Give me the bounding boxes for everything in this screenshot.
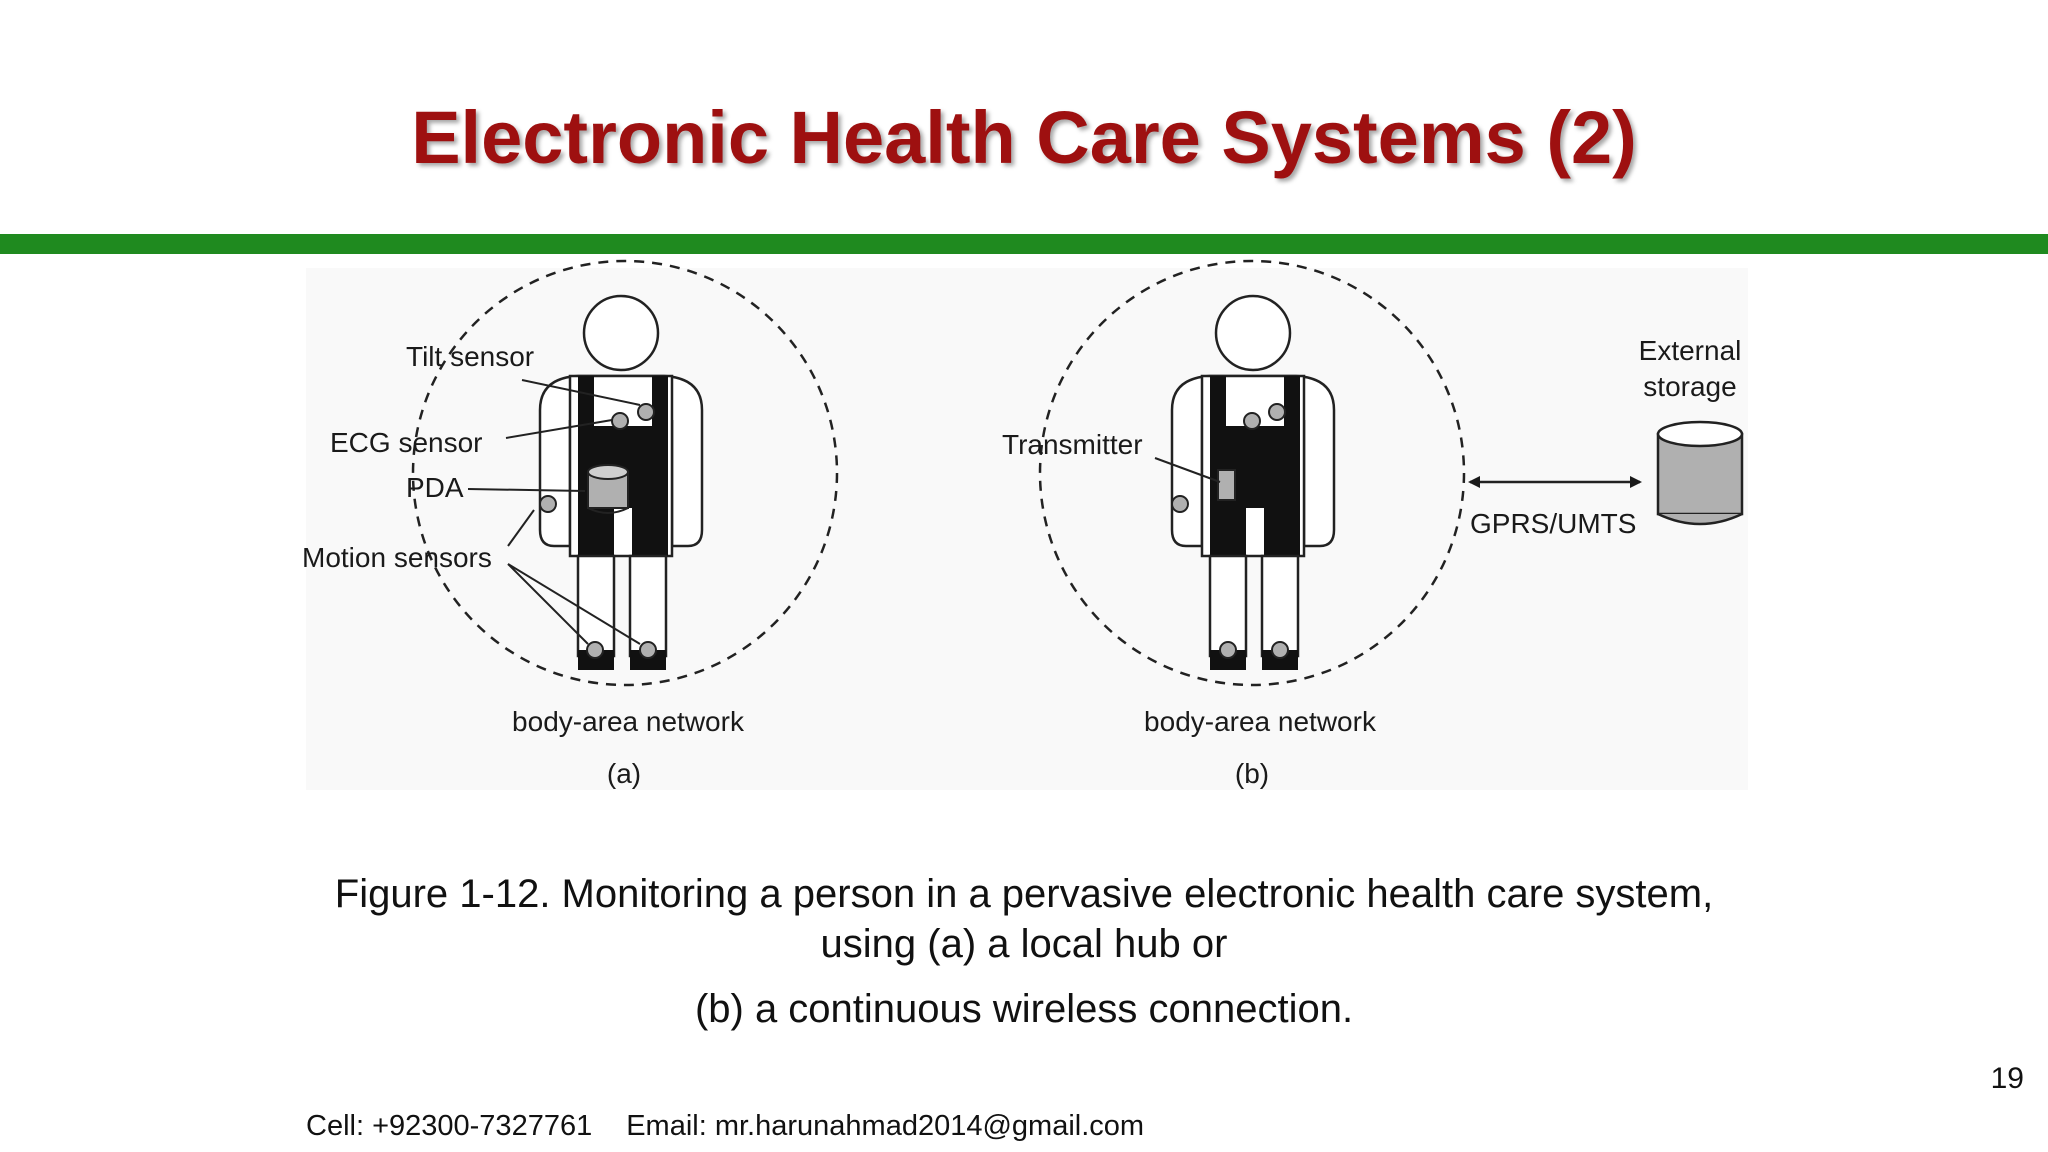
left-strap-b: [1210, 376, 1226, 426]
arms-outline-b: [1170, 374, 1336, 548]
right-strap-a: [652, 376, 668, 426]
arm-motion-sensor-icon-b: [1171, 495, 1189, 513]
ecg-sensor-label: ECG sensor: [330, 427, 483, 458]
right-leg-b: [1260, 554, 1300, 658]
motion-sensors-label: Motion sensors: [302, 542, 492, 573]
right-shoe-a: [630, 650, 666, 670]
footer-contact: Cell: +92300-7327761 Email: mr.harunahmad…: [306, 1110, 1144, 1143]
arms-torso-outline-a: [538, 374, 704, 548]
head-b: [1214, 294, 1292, 372]
left-strap-a: [578, 376, 594, 426]
right-foot-motion-sensor-icon-b: [1271, 641, 1289, 659]
arm-motion-sensor-icon-a: [539, 495, 557, 513]
left-shoe-b: [1210, 650, 1246, 670]
figure-caption-line1: Figure 1-12. Monitoring a person in a pe…: [334, 872, 1714, 916]
right-strap-b: [1284, 376, 1300, 426]
panel-label-b: (b): [1235, 758, 1269, 789]
left-leg-a: [576, 554, 616, 658]
body-area-network-boundary-b: [1038, 259, 1466, 687]
figure-caption-line2: using (a) a local hub or: [820, 922, 1228, 966]
figure-caption-line3: (b) a continuous wireless connection.: [694, 987, 1354, 1031]
tilt-sensor-label: Tilt sensor: [406, 341, 534, 372]
body-area-network-boundary-a: [411, 259, 839, 687]
footer-email: Email: mr.harunahmad2014@gmail.com: [626, 1110, 1145, 1142]
slide-title: Electronic Health Care Systems (2): [411, 96, 1637, 179]
transmitter-icon: [1217, 469, 1236, 501]
transmitter-label: Transmitter: [1002, 429, 1143, 460]
external-storage-label-line1: External: [1639, 335, 1742, 366]
gprs-umts-label: GPRS/UMTS: [1470, 508, 1636, 539]
person-figure-a: [538, 294, 704, 670]
left-shoe-a: [578, 650, 614, 670]
left-foot-motion-sensor-icon-a: [586, 641, 604, 659]
person-figure-b: [1170, 294, 1336, 670]
leader-lines-a: [467, 379, 641, 645]
tilt-sensor-icon-a: [637, 403, 655, 421]
left-leg-b: [1208, 554, 1248, 658]
ecg-sensor-icon-a: [611, 412, 629, 430]
external-storage-icon: [1656, 420, 1744, 526]
footer-cell: Cell: +92300-7327761: [306, 1110, 593, 1142]
page-number: 19: [1990, 1062, 2024, 1095]
external-storage-label-line2: storage: [1643, 371, 1736, 402]
ecg-sensor-icon-b: [1243, 412, 1261, 430]
panel-label-a: (a): [607, 758, 641, 789]
title-divider: [0, 234, 2048, 254]
panel-b: Transmitter External storage GPRS/UMTS b…: [1002, 259, 1744, 789]
pda-icon: [587, 464, 629, 514]
head-a: [582, 294, 660, 372]
body-area-network-label-b: body-area network: [1144, 706, 1377, 737]
panel-a: Tilt sensor ECG sensor PDA Motion sensor…: [302, 259, 839, 789]
tilt-sensor-icon-b: [1268, 403, 1286, 421]
body-area-network-label-a: body-area network: [512, 706, 745, 737]
transmitter-leader-line: [1154, 457, 1221, 483]
pda-label: PDA: [406, 472, 464, 503]
right-foot-motion-sensor-icon-a: [639, 641, 657, 659]
right-shoe-b: [1262, 650, 1298, 670]
left-foot-motion-sensor-icon-b: [1219, 641, 1237, 659]
